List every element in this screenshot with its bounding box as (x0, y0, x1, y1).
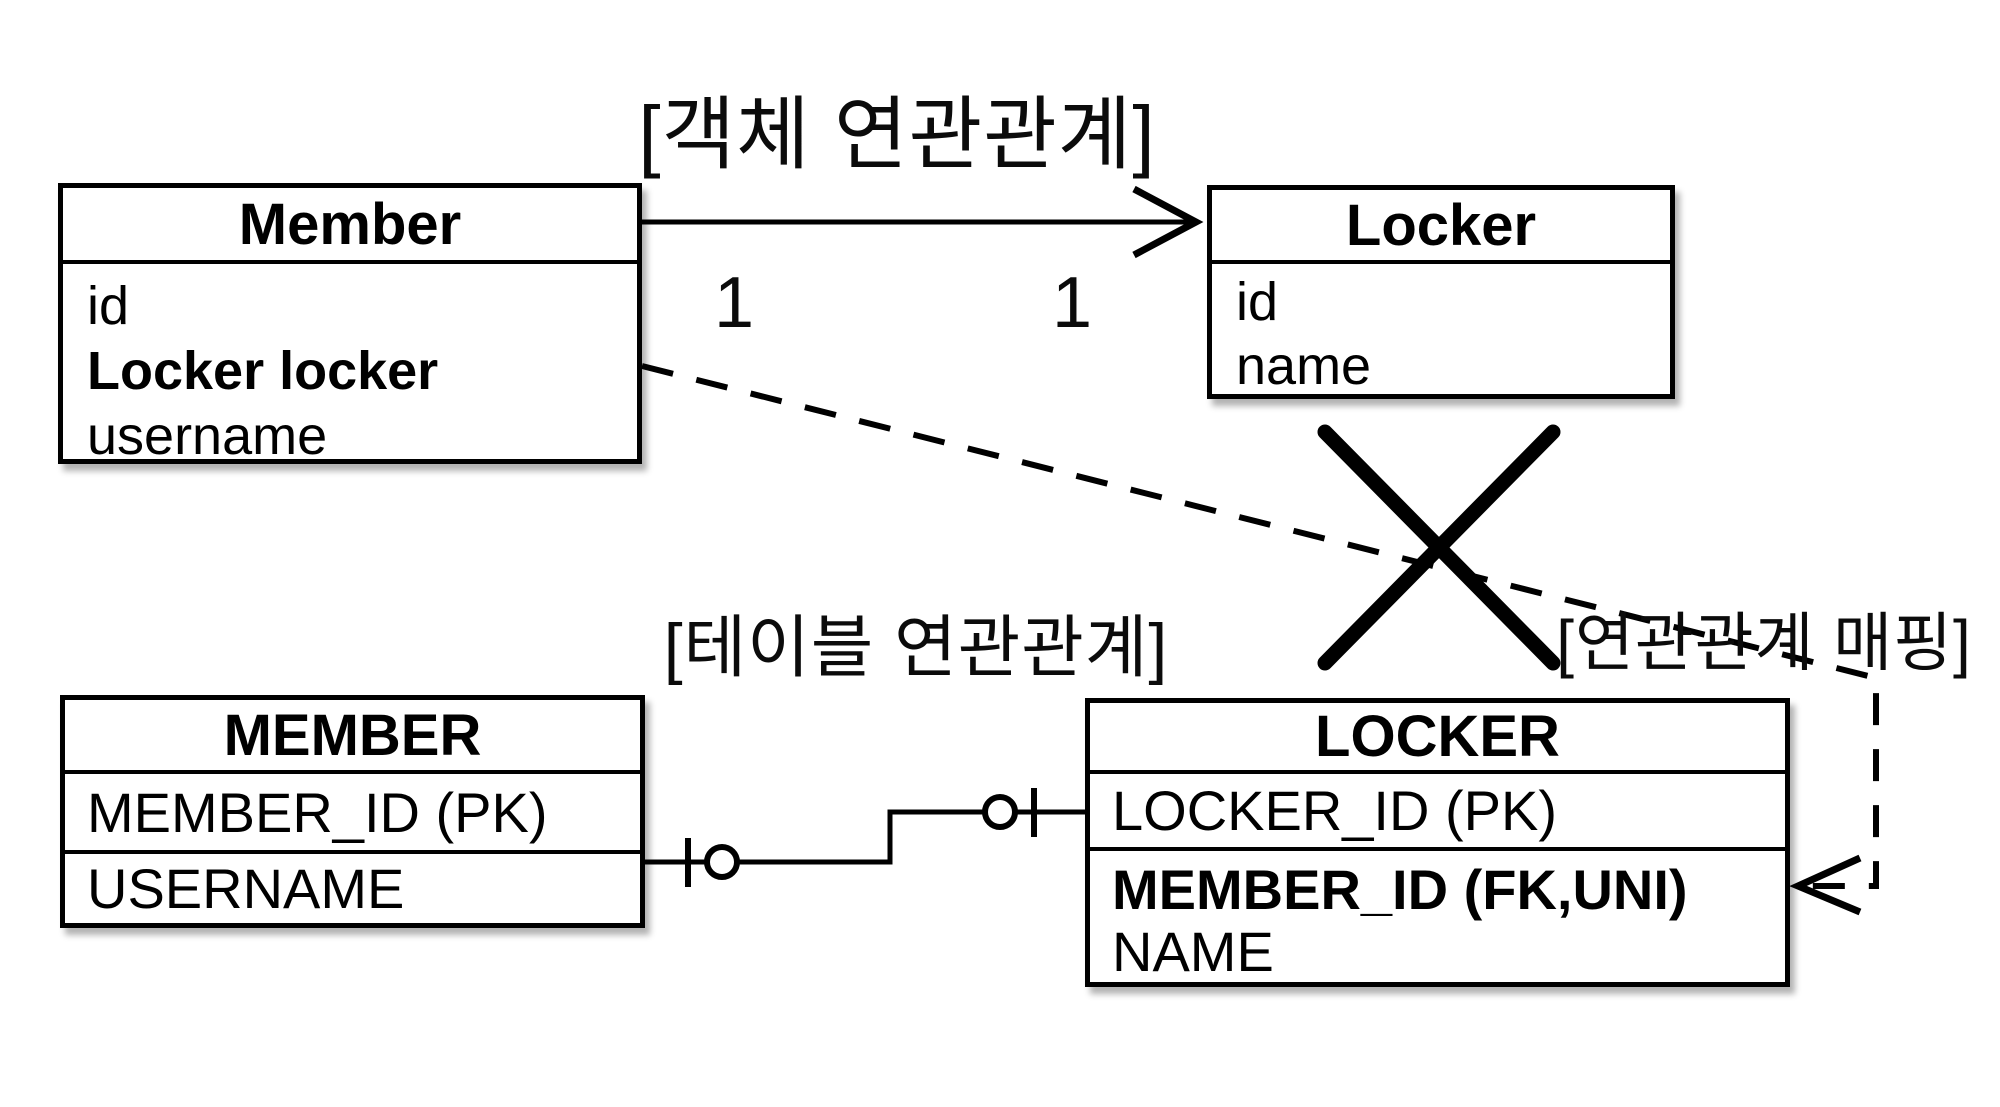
multiplicity-target: 1 (1051, 263, 1093, 343)
cross-out-x-icon (1317, 424, 1561, 671)
circle-marker-right-icon (982, 794, 1018, 830)
member-class-title: Member (63, 188, 637, 264)
x-stroke-2 (1317, 424, 1561, 671)
member-table-title: MEMBER (65, 700, 640, 774)
arrowhead-left-icon (1789, 854, 1862, 916)
member-field-username: username (87, 406, 328, 466)
member-table-box: MEMBER MEMBER_ID (PK) USERNAME (60, 695, 645, 928)
member-field-id: id (87, 276, 130, 336)
object-association-arrow (642, 185, 1204, 259)
object-association-title: [객체 연관관계] (638, 90, 1156, 179)
member-class-fields: id Locker locker username (63, 264, 637, 469)
table-association-title: [테이블 연관관계] (663, 610, 1169, 686)
multiplicity-source: 1 (713, 263, 755, 343)
locker-table-row-fk: MEMBER_ID (FK,UNI) (1112, 858, 1688, 921)
member-table-row-pk: MEMBER_ID (PK) (65, 774, 640, 854)
locker-class-fields: id name (1212, 264, 1670, 398)
member-table-row-username: USERNAME (87, 857, 405, 920)
member-class-box: Member id Locker locker username (58, 183, 642, 466)
table-relation-connector (645, 788, 1085, 887)
locker-class-title: Locker (1212, 190, 1670, 264)
locker-table-row-name: NAME (1112, 920, 1274, 983)
locker-table-row-pk: LOCKER_ID (PK) (1090, 774, 1785, 851)
locker-table-title: LOCKER (1090, 703, 1785, 774)
locker-field-id: id (1236, 272, 1279, 332)
locker-field-name: name (1236, 336, 1372, 396)
circle-marker-left-icon (704, 844, 740, 880)
mapping-dashed-arrow (641, 363, 1879, 916)
member-field-locker: Locker locker (87, 341, 439, 401)
locker-table-box: LOCKER LOCKER_ID (PK) MEMBER_ID (FK,UNI)… (1085, 698, 1790, 987)
locker-table-fk-name-cell: MEMBER_ID (FK,UNI) NAME (1090, 851, 1785, 983)
arrowhead-right-icon (1132, 185, 1204, 259)
mapping-label: [연관관계 매핑] (1556, 607, 1972, 679)
locker-class-box: Locker id name (1207, 185, 1675, 399)
dashed-path (641, 363, 1879, 889)
